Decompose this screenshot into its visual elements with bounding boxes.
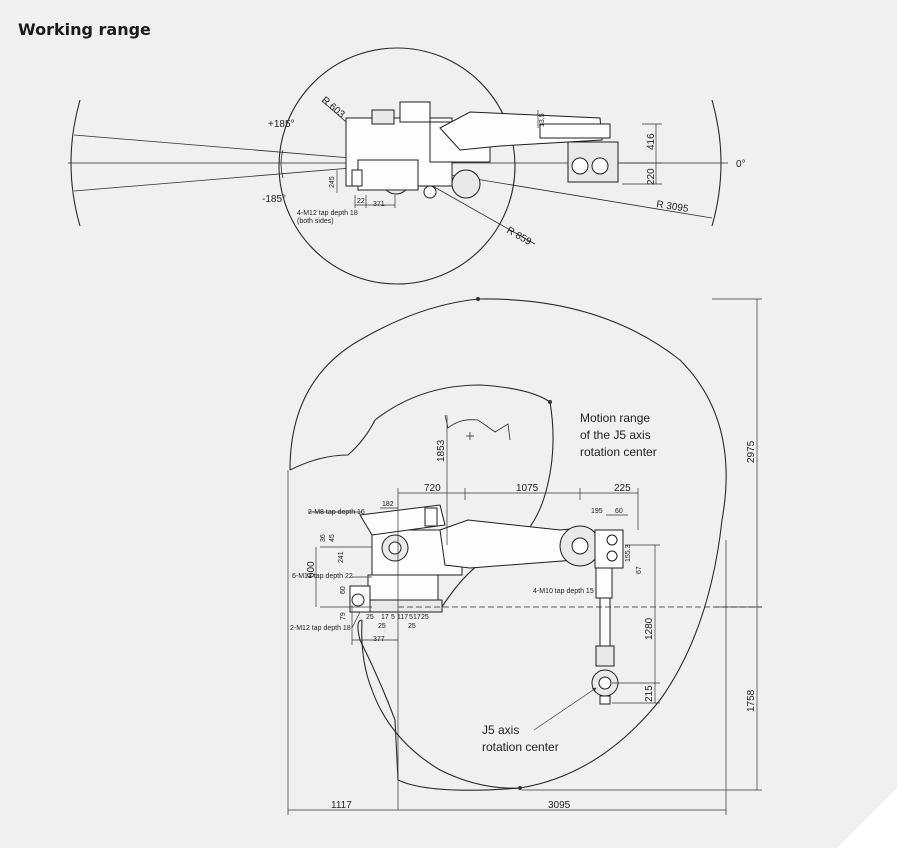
bottom-dim: 25 (378, 623, 386, 630)
angle-zero-label: 0° (736, 159, 746, 170)
angle-pos-label: +185° (268, 119, 295, 130)
dim-36: 36 (320, 534, 327, 542)
dim-416: 416 (646, 133, 657, 150)
dim-182: 182 (382, 501, 394, 508)
dim-720: 720 (424, 483, 441, 494)
dim-60: 60 (615, 508, 623, 515)
side-view: Motion range of the J5 axis rotation cen… (287, 297, 762, 815)
top-tap-note-1: 4-M12 tap depth 18 (297, 210, 358, 217)
motion-note-3: rotation center (580, 445, 657, 459)
page-title: Working range (18, 20, 151, 39)
dim-1280: 1280 (644, 617, 655, 640)
page-corner-decoration (837, 788, 897, 848)
dim-371: 371 (373, 201, 385, 208)
angle-neg-label: -185° (262, 194, 286, 205)
dim-2975: 2975 (746, 440, 757, 463)
dim-1758: 1758 (746, 689, 757, 712)
r603-label: R 603 (319, 95, 347, 121)
dim-195: 195 (591, 508, 603, 515)
dim-600: 600 (306, 561, 317, 578)
j5-note-1: J5 axis (482, 723, 519, 737)
dim-79: 79 (340, 612, 347, 620)
dim-241: 241 (338, 551, 345, 563)
bottom-dim: 17 (413, 614, 421, 621)
dim-155-3: 155.3 (625, 544, 632, 562)
outer-arc-right (711, 99, 722, 227)
bottom-dim: 25 (421, 614, 429, 621)
dim-245: 245 (329, 176, 336, 188)
angle-arc (280, 149, 284, 179)
bottom-dim: 25 (408, 623, 416, 630)
motion-note-2: of the J5 axis (580, 428, 651, 442)
tap-note-m10: 4-M10 tap depth 15 (533, 588, 594, 595)
r859-label: R 859 (505, 225, 534, 248)
dim-1075: 1075 (516, 483, 539, 494)
dim-215: 215 (644, 685, 655, 702)
motion-note-1: Motion range (580, 411, 650, 425)
dim-377: 377 (373, 636, 385, 643)
motion-range-outer (289, 298, 727, 791)
outer-arc-left (70, 99, 81, 227)
dim-22: 22 (357, 198, 365, 205)
bottom-dim: 117 (397, 614, 408, 621)
motion-range-lower (361, 619, 521, 789)
dim-220: 220 (646, 168, 657, 185)
r3095-label: R 3095 (656, 199, 690, 215)
dim-1117: 1117 (331, 800, 352, 811)
r859-circle (278, 47, 516, 285)
dim-1853: 1853 (436, 439, 447, 462)
motion-range-outer-left (289, 419, 376, 471)
dim-13-5: 13,5 (539, 113, 546, 127)
dim-60b: 60 (340, 586, 347, 594)
robot-side-silhouette (349, 504, 624, 705)
tap-note-m8: 2-M8 tap depth 16 (308, 509, 365, 516)
top-tap-note-2: (both sides) (297, 218, 334, 225)
top-view: +185° -185° 0° R 603 R 859 R 3095 13,5 4… (68, 47, 746, 285)
dim-67: 67 (636, 566, 643, 574)
dim-225: 225 (614, 483, 631, 494)
tap-note-m12a: 6-M12 tap depth 22 (292, 573, 353, 580)
j5-note-2: rotation center (482, 740, 559, 754)
bottom-dim: 5 (391, 614, 395, 621)
dim-45: 45 (329, 534, 336, 542)
bottom-dim: 5 (409, 614, 413, 621)
tap-note-m12b: 2-M12 tap depth 18 (290, 625, 351, 632)
bottom-dim: 17 (381, 614, 389, 621)
bottom-dim: 25 (366, 614, 374, 621)
robot-top-silhouette (345, 101, 619, 199)
dim-3095: 3095 (548, 800, 571, 811)
range-line-lower (73, 165, 376, 192)
range-line-upper (73, 134, 376, 161)
